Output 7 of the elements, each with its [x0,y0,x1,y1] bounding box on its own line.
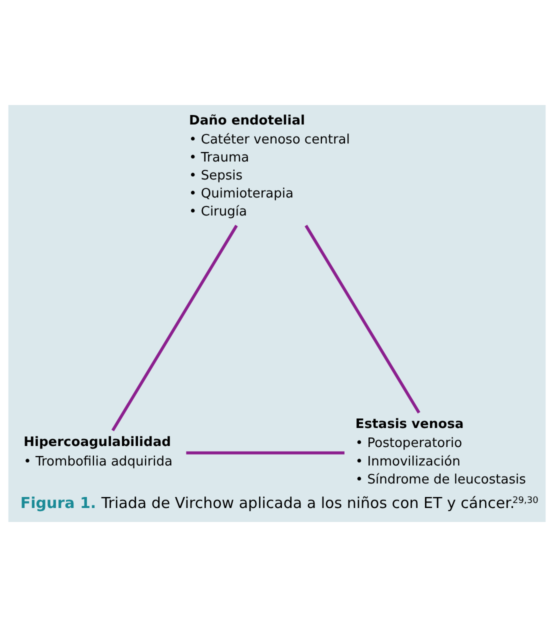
connector [186,450,344,454]
connector [304,224,420,413]
node-text: Estasis venosa • Postoperatorio • Inmovilización • Síndrome de leucostasis [355,416,526,487]
connector [111,224,238,431]
node-text: Hipercoagulabilidad • Trombofilia adquirida [24,434,173,469]
node-text: Daño endotelial • Catéter venoso central • Trauma • Sepsis • Quimioterapia • Cirugía [189,112,350,220]
caption: Figura 1. Triada de Virchow aplicada a los niños con ET y cáncer.$^{29,30}$ [20,493,538,512]
